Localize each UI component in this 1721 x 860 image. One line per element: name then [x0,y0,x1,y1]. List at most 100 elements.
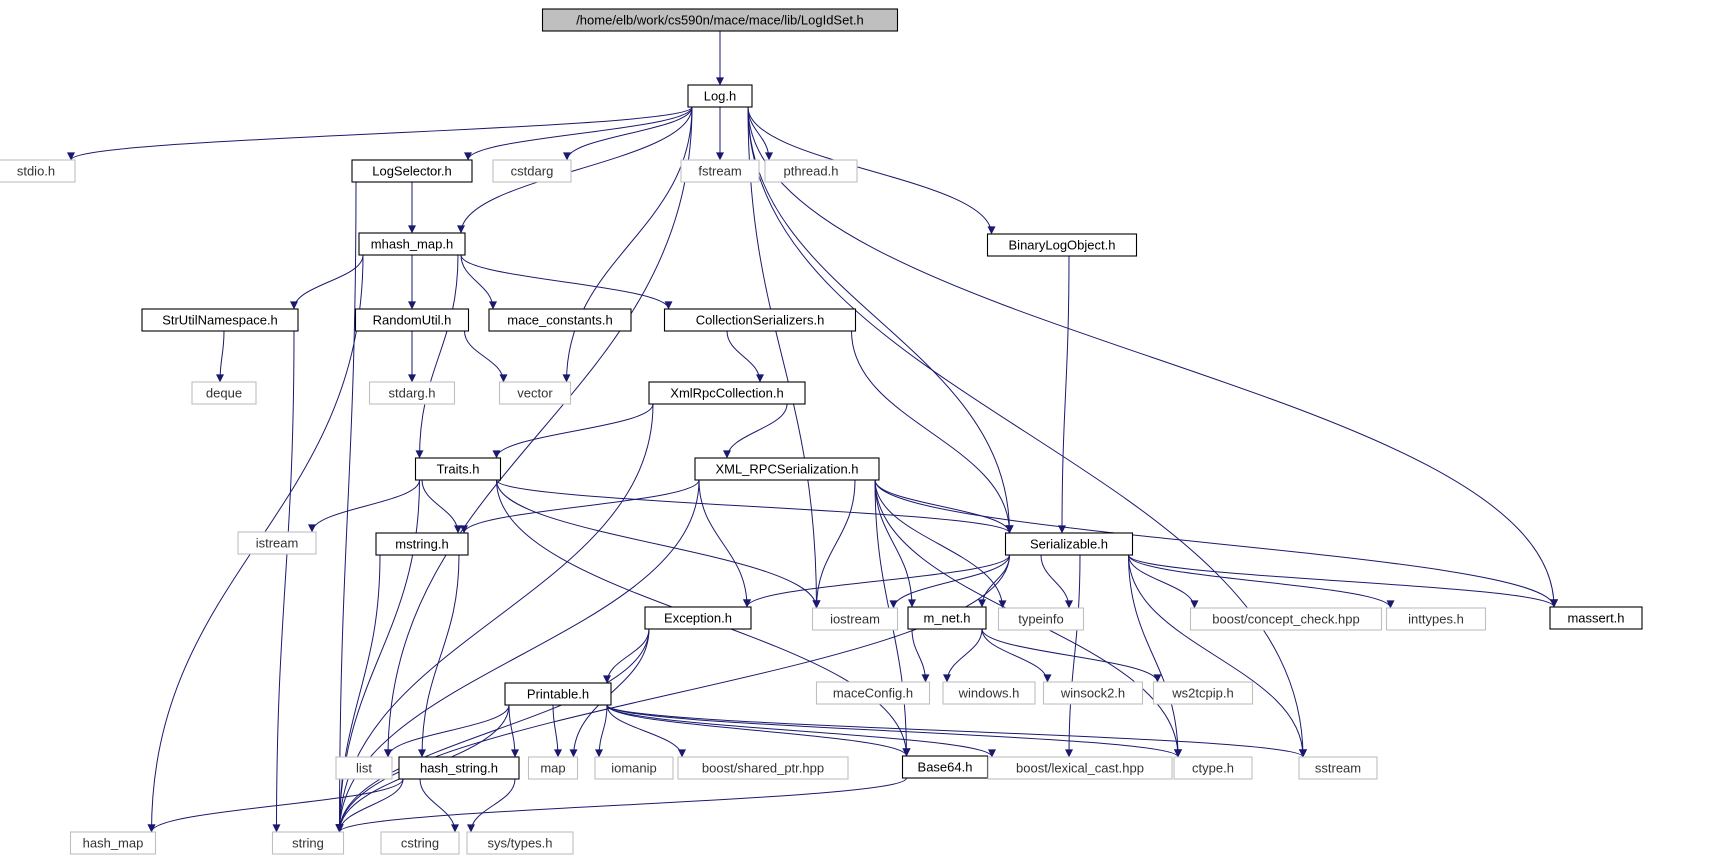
node-mstring[interactable]: mstring.h [375,532,469,556]
node-serializable[interactable]: Serializable.h [1004,532,1134,556]
edge-serializable-to-massert [1128,554,1558,608]
node-label: ws2tcpip.h [1171,686,1233,701]
node-label: Serializable.h [1030,537,1108,552]
node-sys-types: sys/types.h [466,831,574,855]
node-box [694,457,880,481]
edge-randomutil-to-vector [464,330,508,383]
edge-log-to-iostream [747,106,821,609]
node-label: list [356,761,372,776]
edge-xmlrpccollection-to-traits [492,403,654,459]
node-label: iostream [830,612,880,627]
node-mace-constants[interactable]: mace_constants.h [488,308,632,332]
node-logselector[interactable]: LogSelector.h [351,159,473,183]
node-xmlrpccollection[interactable]: XmlRpcCollection.h [648,381,806,405]
node-mhash-map[interactable]: mhash_map.h [358,232,466,256]
node-box [1189,607,1383,631]
node-box [498,381,572,405]
node-randomutil[interactable]: RandomUtil.h [354,308,470,332]
edge-printable-to-list [384,704,510,758]
edge-log-to-cstdarg [563,106,693,161]
edge-traits-to-serializable [496,479,1014,534]
node-box [380,831,460,855]
node-fstream: fstream [680,159,760,183]
node-box [271,831,345,855]
node-box [237,531,317,555]
node-label: StrUtilNamespace.h [162,313,278,328]
edge-printable-to-map [552,704,562,758]
node-box [663,308,857,332]
node-exception[interactable]: Exception.h [644,606,752,630]
node-sstream: sstream [1298,756,1378,780]
node-log[interactable]: Log.h [687,84,753,108]
node-list: list [335,756,393,780]
node-label: windows.h [958,686,1020,701]
node-box [997,607,1085,631]
node-string: string [271,831,345,855]
node-maceconfig: maceConfig.h [815,681,931,705]
node-label: Traits.h [437,462,480,477]
node-xml-rpcserialization[interactable]: XML_RPCSerialization.h [694,457,880,481]
node-label: istream [256,536,299,551]
edge-printable-to-ctype [606,704,1182,758]
edge-printable-to-iomanip [595,704,608,758]
node-label: hash_map [83,836,144,851]
node-label: CollectionSerializers.h [696,313,825,328]
node-box [69,831,157,855]
node-binarylogobject[interactable]: BinaryLogObject.h [986,233,1138,257]
node-label: winsock2.h [1060,686,1125,701]
edge-printable-to-shared-ptr [606,704,686,758]
edge-printable-to-sstream [606,704,1307,758]
node-printable[interactable]: Printable.h [504,682,612,706]
edge-serializable-to-exception [743,554,1010,608]
edge-mhash-map-to-collectionserializers [460,254,673,310]
node-box [907,606,987,630]
edge-log-to-serializable [747,106,1014,534]
node-m-net[interactable]: m_net.h [907,606,987,630]
edge-collectionserializers-to-xmlrpccollection [726,330,764,383]
edge-xmlrpccollection-to-xml-rpcserialization [723,403,788,459]
edge-xml-rpcserialization-to-mstring [460,479,700,534]
node-label: map [540,761,565,776]
node-label: vector [517,386,553,401]
edge-mhash-map-to-mace-constants [460,254,497,310]
edge-strutilnamespace-to-string [272,330,295,833]
node-iomanip: iomanip [594,756,674,780]
node-label: inttypes.h [1408,612,1464,627]
node-label: boost/shared_ptr.hpp [702,761,824,776]
node-map: map [527,756,579,780]
edge-mstring-to-hash-string [418,554,460,758]
node-box [811,607,899,631]
node-label: hash_string.h [420,761,498,776]
node-label: RandomUtil.h [373,313,452,328]
node-traits[interactable]: Traits.h [414,457,502,481]
node-hash-string[interactable]: hash_string.h [398,756,520,780]
node-label: Exception.h [664,611,732,626]
node-box [368,381,456,405]
node-stdarg: stdarg.h [368,381,456,405]
node-base64[interactable]: Base64.h [901,755,989,779]
node-box [1549,606,1643,630]
node-vector: vector [498,381,572,405]
node-box [504,682,612,706]
node-strutilnamespace[interactable]: StrUtilNamespace.h [141,308,299,332]
node-label: typeinfo [1018,612,1064,627]
edge-xml-rpcserialization-to-iostream [812,479,856,609]
edge-exception-to-string [335,628,650,833]
node-massert[interactable]: massert.h [1549,606,1643,630]
node-label: m_net.h [924,611,971,626]
edge-binarylogobject-to-serializable [1058,255,1070,534]
edge-mhash-map-to-strutilnamespace [290,254,364,310]
edge-serializable-to-sstream [1128,554,1307,758]
node-logidset[interactable]: /home/elb/work/cs590n/mace/mace/lib/LogI… [541,8,899,32]
node-windows: windows.h [942,681,1036,705]
edge-base64-to-string [335,777,907,833]
edge-log-to-logselector [464,106,693,161]
node-box [942,681,1036,705]
node-collectionserializers[interactable]: CollectionSerializers.h [663,308,857,332]
edge-hash-string-to-sys-types [467,778,516,833]
edge-serializable-to-ctype [1128,554,1182,758]
node-label: maceConfig.h [833,686,913,701]
node-box [527,756,579,780]
node-box [680,159,760,183]
edge-serializable-to-typeinfo [1040,554,1073,609]
